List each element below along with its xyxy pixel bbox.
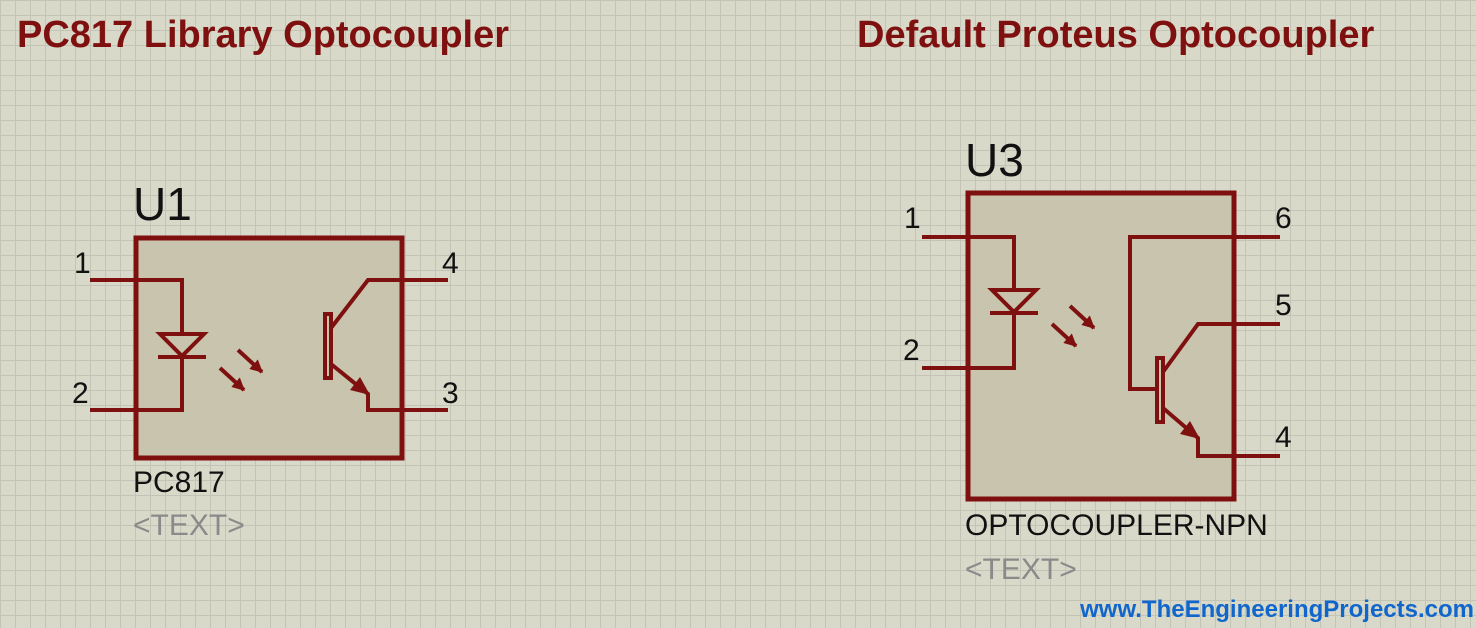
u1-pin-4-label: 4: [442, 247, 459, 280]
u3-value-label: OPTOCOUPLER-NPN: [965, 509, 1268, 542]
u3-pin-6-base-wire[interactable]: [1128, 235, 1280, 391]
u1-light-arrow-1: [218, 366, 246, 392]
u3-pin-2-wire[interactable]: [922, 312, 1016, 370]
u3-light-arrow-2: [1068, 304, 1096, 330]
title-default-proteus: Default Proteus Optocoupler: [857, 14, 1375, 56]
u1-pin-3-label: 3: [442, 377, 459, 410]
u3-collector-wire[interactable]: [1161, 322, 1280, 374]
website-watermark: www.TheEngineeringProjects.com: [1080, 596, 1474, 623]
u1-emitter-wire[interactable]: [329, 362, 448, 412]
u3-pin-1-label: 1: [904, 202, 921, 235]
u1-value-label: PC817: [133, 466, 225, 499]
u1-phototransistor-base: [323, 312, 333, 380]
u1-pin-1-wire[interactable]: [90, 278, 184, 334]
u3-pin-1-wire[interactable]: [922, 235, 1016, 290]
u3-reference-label: U3: [965, 134, 1024, 186]
u1-pin-1-label: 1: [74, 247, 91, 280]
u1-led-diode-symbol: [155, 332, 209, 359]
u1-pin-2-wire[interactable]: [90, 356, 184, 412]
u3-light-arrow-1: [1050, 322, 1078, 348]
u1-collector-wire[interactable]: [329, 278, 448, 330]
u3-led-diode-symbol: [987, 288, 1041, 315]
component-u1-pc817[interactable]: U1 PC817 <TEXT> 1 2 4 3: [72, 178, 459, 542]
title-pc817-library: PC817 Library Optocoupler: [17, 14, 510, 56]
u3-pin-2-label: 2: [903, 334, 920, 367]
u1-reference-label: U1: [133, 178, 192, 230]
u1-emitter-arrow: [350, 377, 370, 395]
u3-emitter-arrow: [1180, 421, 1200, 439]
u3-emitter-wire[interactable]: [1161, 406, 1280, 458]
u3-phototransistor-base: [1155, 356, 1165, 424]
u3-pin-4-label: 4: [1275, 421, 1292, 454]
u3-pin-6-label: 6: [1275, 202, 1292, 235]
u1-text-placeholder: <TEXT>: [133, 509, 245, 542]
u1-body[interactable]: [133, 235, 405, 461]
u3-pin-5-label: 5: [1275, 289, 1292, 322]
u1-pin-2-label: 2: [72, 377, 89, 410]
u1-light-arrow-2: [236, 348, 264, 374]
u3-text-placeholder: <TEXT>: [965, 553, 1077, 586]
component-u3-optocoupler-npn[interactable]: U3 OPTOCOUPLER-NPN <TEXT> 1 2 6 5 4: [903, 134, 1292, 586]
